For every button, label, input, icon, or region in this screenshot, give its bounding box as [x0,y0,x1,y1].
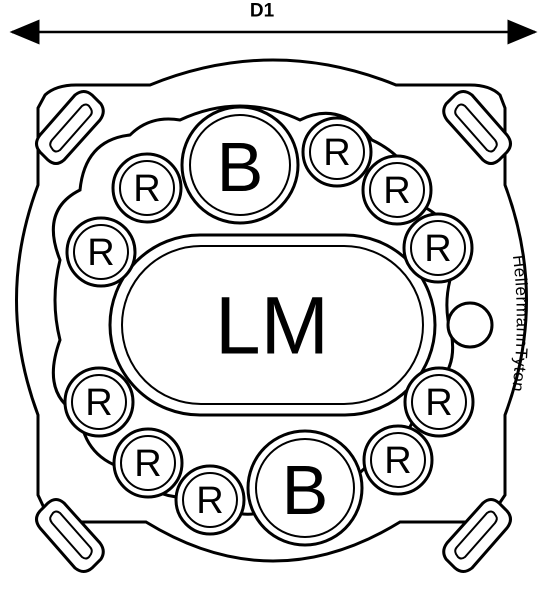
cavity-r-outer [301,116,373,188]
cavity-r: R [111,152,183,224]
cavity-b-label: B [217,128,264,206]
cavity-r: R [402,212,474,284]
cavity-r-label: R [384,440,411,482]
cavity-b-outer [180,105,300,225]
cavity-r-outer [174,464,246,536]
locating-hole [446,301,494,349]
cavity-r-label: R [424,228,451,270]
cavity-r-inner [410,220,466,276]
cavity-r-inner [182,472,238,528]
cavity-r-inner [309,124,365,180]
cavity-r: R [174,464,246,536]
mounting-slot-top-right [442,90,512,165]
cavity-r-inner [120,435,176,491]
cavity-r-inner [73,224,129,280]
cavity-r-outer [65,216,137,288]
dimension-label: D1 [250,1,275,22]
cavity-r-label: R [85,382,112,424]
cavity-r-label: R [87,232,114,274]
brand-marking: HellermannTyton [508,254,532,393]
cavity-r-inner [411,374,467,430]
cavity-r-outer [111,152,183,224]
cavity-b: B [246,429,364,547]
cavity-r-inner [119,160,175,216]
mounting-slot-bottom-left [35,498,105,573]
cavity-r-inner [370,432,426,488]
cavity-r-label: R [133,168,160,210]
cavity-r-label: R [383,170,410,212]
cavity-b-inner [255,438,355,538]
cavity-r-inner [71,374,127,430]
cavity-b-inner [189,114,291,216]
cavity-b-outer [246,429,364,547]
cavity-r: R [361,154,433,226]
cavity-r-outer [361,154,433,226]
brand-text: HellermannTyton [508,254,531,393]
cavity-r: R [301,116,373,188]
cavity-r-label: R [134,443,161,485]
mounting-slot-top-left [35,90,105,165]
cavity-r: R [63,366,135,438]
cavity-r-outer [402,212,474,284]
dimension-d1: D1 [9,1,538,45]
cavity-lm-label: LM [215,281,329,372]
cavity-r: R [403,366,475,438]
cavity-r: R [65,216,137,288]
cavity-r: R [112,427,184,499]
cavity-r-outer [63,366,135,438]
cavity-r-label: R [425,382,452,424]
cavity-b-label: B [282,451,329,529]
cavity-r: R [362,424,434,496]
cavity-lm: LM [108,233,437,417]
mounting-slot-bottom-right [442,498,512,573]
cavity-b: B [180,105,300,225]
cavity-r-label: R [323,132,350,174]
cavity-r-label: R [196,480,223,522]
cavity-r-inner [369,162,425,218]
cavity-r-outer [403,366,475,438]
cavity-r-outer [112,427,184,499]
cavity-r-outer [362,424,434,496]
